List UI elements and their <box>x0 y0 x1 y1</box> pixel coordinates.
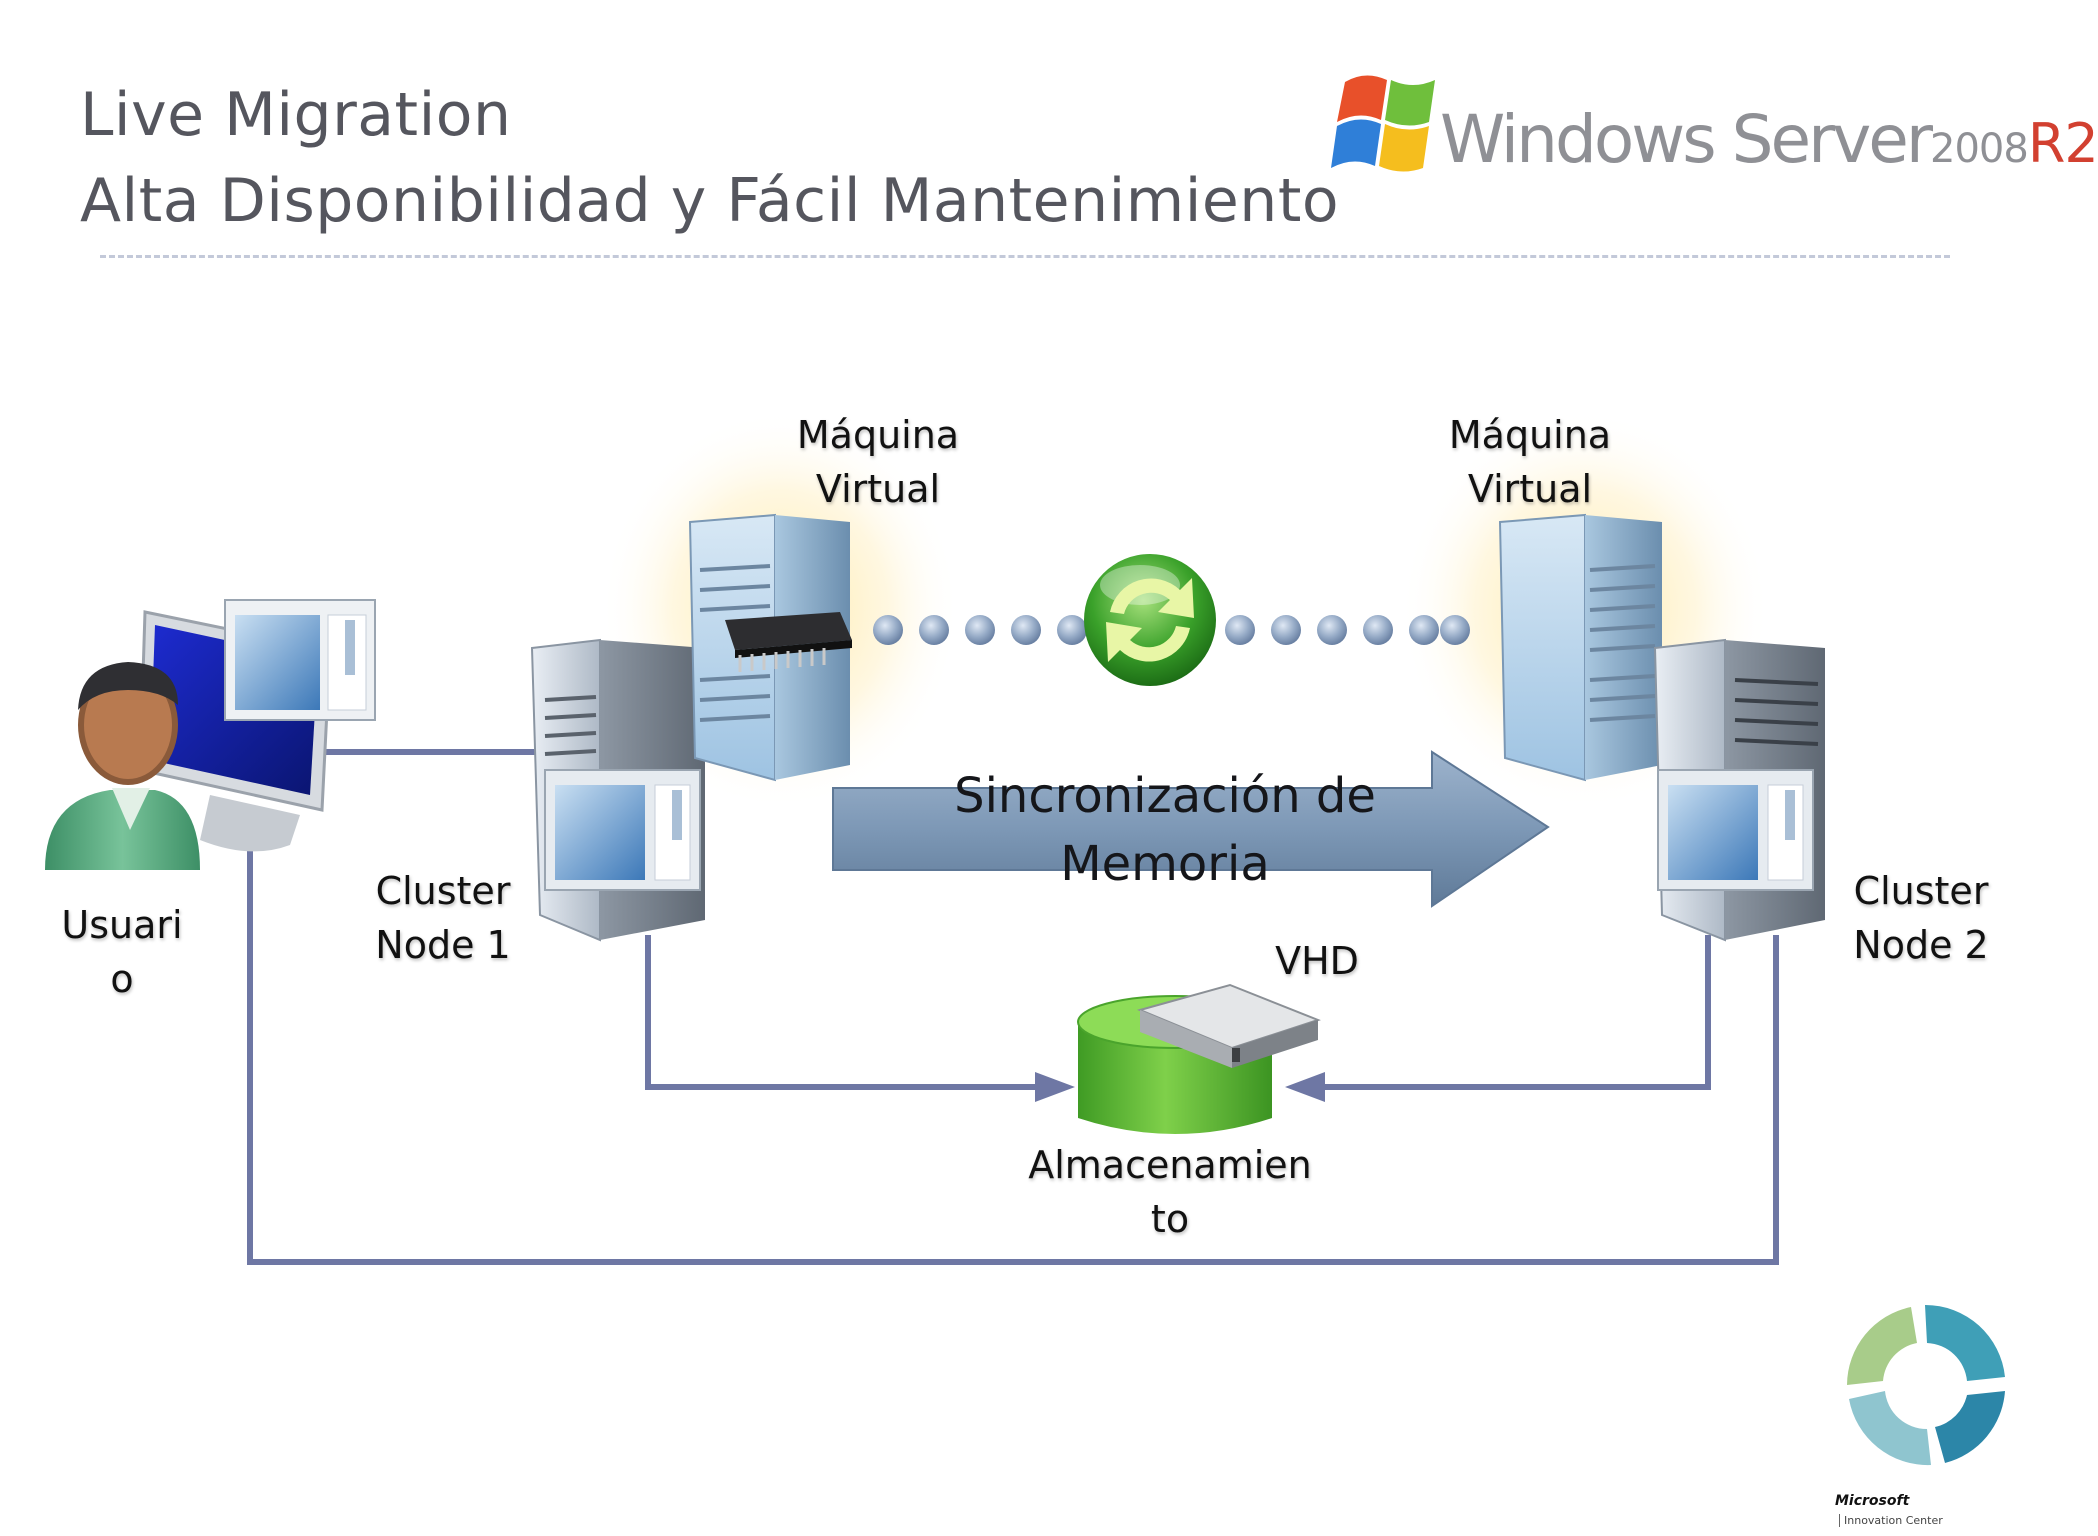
cluster-node-2-label-line-1: Cluster <box>1853 869 1989 913</box>
hard-drive-icon <box>1136 983 1321 1068</box>
almacenamiento-label-line-1: Almacenamien <box>1028 1143 1312 1187</box>
sync-label-line-1: Sincronización de <box>954 768 1376 824</box>
microsoft-innovation-center-wordmark: Microsoft Innovation Center <box>1835 1490 2020 1527</box>
sync-icon <box>1084 554 1216 686</box>
live-migration-diagram <box>45 410 1825 1265</box>
title-divider <box>100 255 1950 258</box>
sync-label-line-2: Memoria <box>1060 836 1270 892</box>
arrowhead-node1-storage <box>1035 1072 1075 1102</box>
sync-label: Sincronización de Memoria <box>900 762 1430 898</box>
cluster-node-1-label-line-2: Node 1 <box>375 923 511 967</box>
cluster-node-1-label: Cluster Node 1 <box>358 864 528 972</box>
arrowhead-node2-storage <box>1285 1072 1325 1102</box>
node1-to-storage-line <box>645 935 1060 1090</box>
vm-right-label: Máquina Virtual <box>1438 408 1622 516</box>
node2-to-storage-line <box>1300 935 1711 1090</box>
vm-right-label-line-2: Virtual <box>1467 467 1593 511</box>
usuario-label: Usuari o <box>52 898 192 1006</box>
vm-left-label-line-1: Máquina <box>796 413 960 457</box>
slide-title-line-2: Alta Disponibilidad y Fácil Mantenimient… <box>80 166 1340 236</box>
cluster-node-2-label: Cluster Node 2 <box>1836 864 2006 972</box>
memory-chip-icon <box>725 612 852 672</box>
slide-title-line-1: Live Migration <box>80 80 512 150</box>
memory-transfer-dots <box>873 615 1470 645</box>
windows-server-text: Windows Server <box>1440 101 1933 178</box>
server-icon <box>1498 513 1662 782</box>
sync-arrow <box>832 750 1550 908</box>
almacenamiento-label: Almacenamien to <box>1020 1138 1320 1246</box>
microsoft-text: Microsoft <box>1835 1493 1910 1509</box>
vm-right-label-line-1: Máquina <box>1448 413 1612 457</box>
innovation-center-text: Innovation Center <box>1839 1514 1943 1527</box>
usuario-label-line-2: o <box>110 957 134 1001</box>
vm-left-label-line-2: Virtual <box>815 467 941 511</box>
version-text: 2008 <box>1930 126 2029 172</box>
user-to-node2-line <box>247 850 1779 1265</box>
user-workstation-icon <box>45 599 376 870</box>
windows-flag-icon <box>1331 75 1435 172</box>
vm-left-label: Máquina Virtual <box>786 408 970 516</box>
innovation-center-logo-icon <box>1847 1304 2005 1466</box>
cluster-node-1-label-line-1: Cluster <box>375 869 511 913</box>
server-icon <box>530 638 705 942</box>
usuario-label-line-1: Usuari <box>61 903 183 947</box>
server-icon <box>1653 638 1825 942</box>
windows-server-logo: Windows Server2008R2 <box>1325 62 2098 192</box>
edition-text: R2 <box>2027 112 2098 175</box>
almacenamiento-label-line-2: to <box>1150 1197 1190 1241</box>
vhd-label: VHD <box>1275 939 1359 983</box>
cluster-node-2-label-line-2: Node 2 <box>1853 923 1989 967</box>
connector-lines <box>247 749 1779 1265</box>
